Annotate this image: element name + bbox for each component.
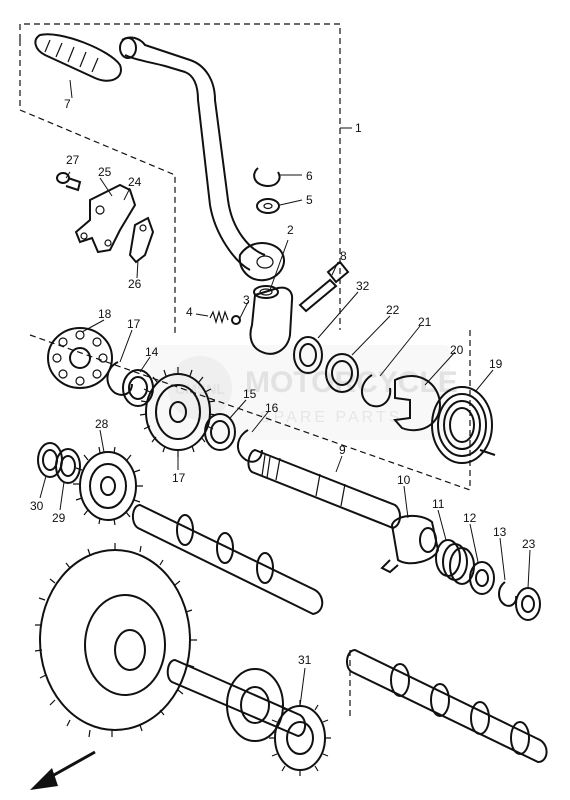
kick-grip: [34, 33, 122, 82]
circlip-13: [498, 581, 518, 607]
oil-seal: [293, 336, 323, 374]
spring-small: [209, 309, 229, 325]
ratchet-wheel: [380, 514, 440, 574]
idler-gear: [73, 446, 143, 526]
callout-32: 32: [356, 279, 370, 293]
ball: [231, 315, 241, 325]
callout-22: 22: [386, 303, 400, 317]
callout-23: 23: [522, 537, 536, 551]
callout-14-right: 15: [243, 387, 257, 401]
output-gear: [269, 700, 331, 776]
circlip: [253, 167, 281, 188]
kick-plate: [74, 183, 137, 254]
callout-24: 24: [128, 175, 142, 189]
callout-29: 29: [52, 511, 66, 525]
callout-18: 18: [98, 307, 112, 321]
callout-4: 4: [186, 305, 193, 319]
kick-axle: [247, 448, 401, 530]
callout-16: 17: [172, 471, 186, 485]
gear-plate: [47, 327, 113, 389]
drive-shaft: [166, 658, 306, 742]
bolt-long: [298, 260, 350, 313]
callout-9: 9: [339, 443, 346, 457]
watermark-logo: CMSNL: [175, 381, 225, 397]
callout-5: 5: [306, 193, 313, 207]
callout-7: 7: [64, 97, 71, 111]
callout-31: 31: [298, 653, 312, 667]
circlip-21: [361, 374, 392, 408]
callout-25: 25: [98, 165, 112, 179]
kick-axle-boss: [249, 285, 294, 355]
kick-crank-lever: [119, 36, 285, 282]
washer-14-right: [204, 413, 236, 451]
washer-14-left: [122, 369, 154, 407]
primary-gear: [34, 543, 197, 738]
assembly-outline-left: [19, 40, 176, 335]
callout-27: 27: [66, 153, 80, 167]
callout-20: 20: [450, 343, 464, 357]
circlip-15: [237, 429, 263, 463]
callout-21: 21: [418, 315, 432, 329]
watermark-subtitle: SPARE PARTS: [260, 409, 402, 426]
callout-12: 12: [463, 511, 477, 525]
callout-10: 10: [397, 473, 411, 487]
kick-gear: [139, 367, 217, 457]
callout-2: 2: [287, 223, 294, 237]
shaft-outline-upper: [29, 334, 471, 491]
callout-19: 19: [489, 357, 503, 371]
callout-3: 3: [243, 293, 250, 307]
washer-23: [515, 587, 541, 621]
circlip-17: [106, 361, 133, 396]
washer-30: [37, 442, 63, 478]
torsion-spring: [431, 386, 496, 464]
washer-12: [469, 561, 495, 595]
bolt-small: [56, 172, 82, 192]
callouts: 7 1 6 5 2 8 3 4 32 22 21 20 19 18 17 14 …: [30, 97, 536, 667]
callout-17: 17: [127, 317, 141, 331]
washer-29: [55, 448, 81, 484]
callout-8: 8: [340, 249, 347, 263]
callout-14-left: 14: [145, 345, 159, 359]
stopper-bracket: [128, 216, 155, 264]
callout-13: 13: [493, 525, 507, 539]
callout-26: 26: [128, 277, 142, 291]
washer: [256, 198, 280, 214]
callout-6: 6: [306, 169, 313, 183]
callout-11: 11: [432, 497, 445, 511]
callout-15: 16: [265, 401, 279, 415]
assembly-outline-top: [19, 23, 341, 330]
direction-arrow-icon: [30, 750, 96, 790]
callout-1: 1: [355, 121, 362, 135]
washer-22: [325, 353, 359, 393]
counter-shaft: [346, 648, 548, 764]
main-axle: [132, 503, 324, 616]
leader-lines: [39, 79, 531, 707]
callout-30: 30: [30, 499, 44, 513]
ratchet-spring: [435, 539, 475, 585]
callout-28: 28: [95, 417, 109, 431]
